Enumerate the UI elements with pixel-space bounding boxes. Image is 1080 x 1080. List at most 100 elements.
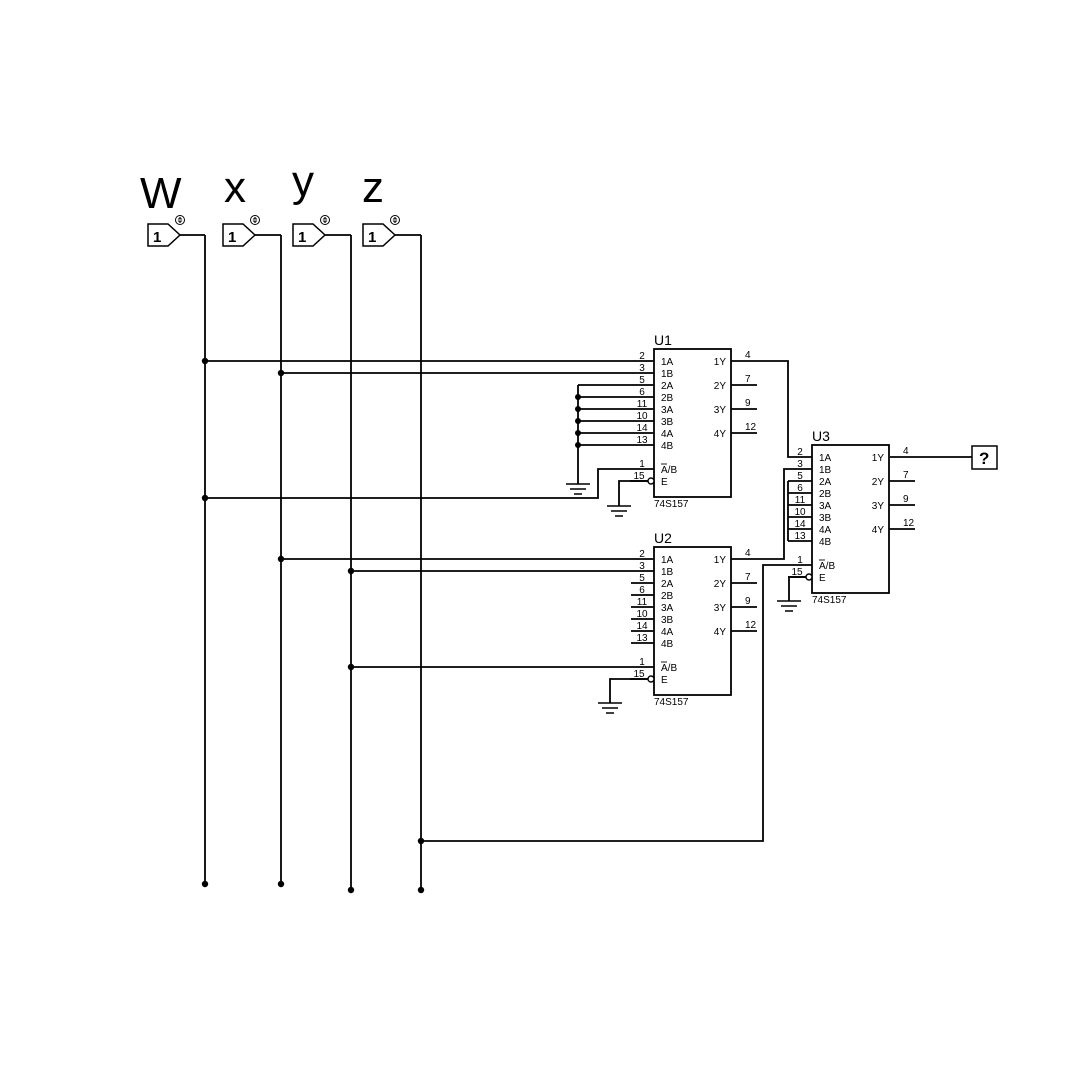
pin-label: E [819, 573, 826, 584]
chip-u2[interactable]: U274S15721A31B52A62B113A103B144A134B1A/B… [630, 530, 757, 708]
toggle-icon [175, 215, 185, 225]
pin-number: 5 [639, 573, 645, 584]
bus-connections [201, 357, 812, 845]
inversion-bubble [647, 477, 655, 485]
pin-label: 4A [819, 525, 832, 536]
chip-u1[interactable]: U174S15721A31B52A62B113A103B144A134B1A/B… [630, 332, 757, 510]
pin-number: 6 [797, 483, 803, 494]
pin-number: 11 [637, 399, 648, 410]
bus-end-y [347, 886, 355, 894]
pin-number: 4 [903, 446, 909, 457]
pin-label: 2B [661, 591, 674, 602]
pin-label: 2Y [872, 477, 885, 488]
pin-label: 4A [661, 627, 674, 638]
pin-label: 3B [661, 417, 674, 428]
pin-number: 5 [639, 375, 645, 386]
pin-number: 9 [745, 398, 751, 409]
source-y[interactable]: 1 [292, 215, 351, 247]
pin-number: 13 [794, 531, 806, 542]
pin-label: 2Y [714, 381, 727, 392]
pin-number: 15 [791, 567, 803, 578]
chip-u1-ref: U1 [654, 332, 672, 348]
pin-number: 3 [797, 459, 803, 470]
pin-label: 4B [819, 537, 832, 548]
pin-label: 2B [661, 393, 674, 404]
chip-u1-part: 74S157 [654, 499, 689, 510]
pin-number: 7 [745, 374, 751, 385]
pin-number: 13 [636, 435, 648, 446]
u2-unused-stubs [631, 582, 654, 644]
pin-number: 7 [903, 470, 909, 481]
pin-number: 13 [636, 633, 648, 644]
bus-end-z [417, 886, 425, 894]
pin-label: 2B [819, 489, 832, 500]
pin-number: 9 [745, 596, 751, 607]
pin-label: A/B [661, 465, 677, 476]
toggle-icon [390, 215, 400, 225]
bus-end-w [201, 880, 209, 888]
pin-number: 6 [639, 585, 645, 596]
chip-u1-body [653, 348, 732, 498]
pin-label: 4B [661, 639, 674, 650]
pin-label: 3Y [872, 501, 885, 512]
pin-number: 7 [745, 572, 751, 583]
pin-number: 1 [797, 555, 803, 566]
source-z-value: 1 [368, 229, 376, 246]
pin-number: 4 [745, 350, 751, 361]
chip-u2-body [653, 546, 732, 696]
pin-number: 11 [637, 597, 648, 608]
pin-label: 3Y [714, 405, 727, 416]
u3-enable-wire [788, 576, 806, 601]
pin-number: 9 [903, 494, 909, 505]
pin-label: 1Y [714, 555, 727, 566]
pin-number: 12 [903, 518, 915, 529]
input-name-z: z [362, 163, 384, 212]
pin-number: 3 [639, 363, 645, 374]
output-probe[interactable]: ? [971, 445, 998, 470]
source-z[interactable]: 1 [362, 215, 421, 247]
ground-icon [777, 600, 801, 612]
pin-label: 3B [819, 513, 832, 524]
pin-number: 15 [633, 471, 645, 482]
pin-label: 4Y [714, 429, 727, 440]
inversion-bubble [805, 573, 813, 581]
pin-label: 4A [661, 429, 674, 440]
pin-number: 2 [797, 447, 803, 458]
pin-label: 2Y [714, 579, 727, 590]
pin-number: 1 [639, 459, 645, 470]
u3-unused-stubs [787, 480, 812, 542]
pin-label: 1A [661, 555, 674, 566]
chip-u3-part: 74S157 [812, 595, 847, 606]
pin-number: 12 [745, 422, 757, 433]
u1-enable-wire [618, 480, 648, 506]
pin-label: 2A [661, 381, 674, 392]
pin-label: 3Y [714, 603, 727, 614]
pin-number: 4 [745, 548, 751, 559]
source-w[interactable]: 1 [147, 215, 205, 247]
pin-number: 2 [639, 549, 645, 560]
pin-number: 2 [639, 351, 645, 362]
pin-label: A/B [819, 561, 835, 572]
pin-label: 1A [819, 453, 832, 464]
pin-label: 4Y [714, 627, 727, 638]
pin-number: 11 [795, 495, 806, 506]
input-name-x: x [224, 163, 246, 212]
pin-number: 10 [636, 609, 648, 620]
pin-label: 1Y [872, 453, 885, 464]
pin-number: 14 [636, 621, 648, 632]
pin-label: 1B [661, 369, 674, 380]
chip-u2-part: 74S157 [654, 697, 689, 708]
u2-y1-to-u3 [731, 468, 812, 560]
u2-enable-wire [609, 678, 648, 703]
chip-u3[interactable]: U374S15721A31B52A62B113A103B144A134B1A/B… [788, 428, 915, 606]
pin-number: 10 [794, 507, 806, 518]
pin-number: 14 [794, 519, 806, 530]
inversion-bubble [647, 675, 655, 683]
source-x[interactable]: 1 [222, 215, 281, 247]
pin-label: 3A [661, 405, 674, 416]
pin-label: 1A [661, 357, 674, 368]
pin-number: 3 [639, 561, 645, 572]
pin-label: 2A [819, 477, 832, 488]
pin-label: 1Y [714, 357, 727, 368]
